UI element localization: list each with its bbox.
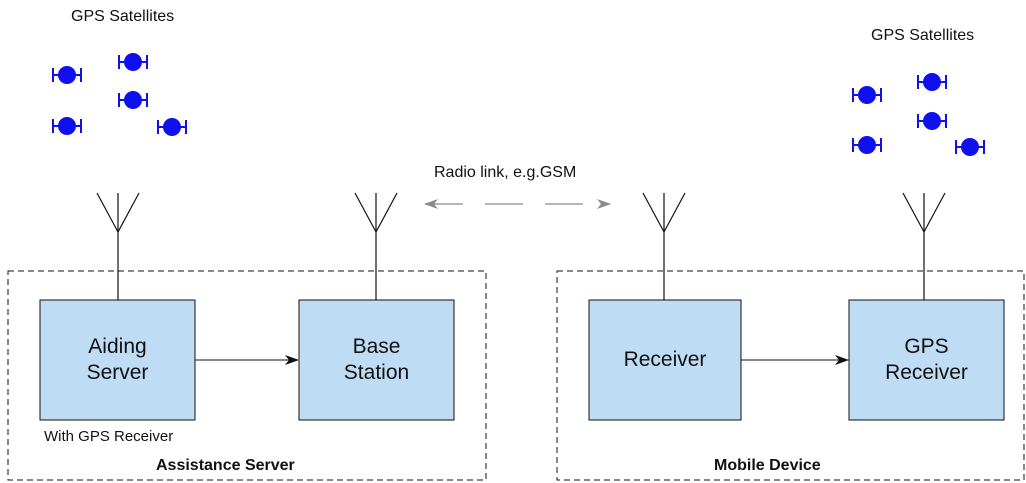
receiver-line1: Receiver	[623, 348, 707, 371]
base-station-label: Base Station	[299, 300, 454, 420]
satellite-cluster-right	[852, 73, 985, 156]
antenna-aiding-server	[96, 192, 140, 300]
satellite-icon	[52, 117, 82, 135]
satellite-icon	[118, 53, 148, 71]
satellites-label-left: GPS Satellites	[71, 8, 175, 25]
aiding-server-line1: Aiding	[88, 335, 147, 358]
satellite-icon	[118, 91, 148, 109]
aiding-server-label: Aiding Server	[40, 300, 195, 420]
antenna-gps-receiver	[902, 192, 946, 300]
base-station-box	[298, 299, 455, 421]
mobile-device-group	[556, 270, 1025, 481]
antenna-receiver	[642, 192, 686, 300]
base-station-line1: Base	[352, 335, 401, 358]
gps-receiver-line2: Receiver	[885, 361, 968, 384]
gps-receiver-line1: GPS	[904, 335, 949, 358]
base-station-line2: Station	[343, 361, 410, 384]
gps-receiver-box	[848, 299, 1005, 421]
satellite-icon	[955, 138, 985, 156]
radio-link-label: Radio link, e.g.GSM	[434, 164, 577, 181]
satellite-icon	[52, 66, 82, 84]
with-gps-receiver-note: With GPS Receiver	[44, 428, 174, 445]
satellite-icon	[157, 118, 187, 136]
mobile-device-label: Mobile Device	[714, 457, 821, 474]
receiver-box	[588, 299, 742, 421]
antenna-base-station	[354, 192, 398, 300]
satellites-label-right: GPS Satellites	[871, 27, 975, 44]
assistance-server-group	[7, 270, 487, 481]
gps-receiver-label: GPS Receiver	[849, 300, 1004, 420]
aiding-server-line2: Server	[86, 361, 149, 384]
satellite-icon	[917, 73, 947, 91]
satellite-icon	[917, 112, 947, 130]
satellite-cluster-left	[52, 53, 187, 136]
receiver-label: Receiver	[589, 300, 741, 420]
satellite-icon	[852, 86, 882, 104]
assistance-server-label: Assistance Server	[156, 457, 295, 474]
aiding-server-box	[39, 299, 196, 421]
satellite-icon	[852, 136, 882, 154]
